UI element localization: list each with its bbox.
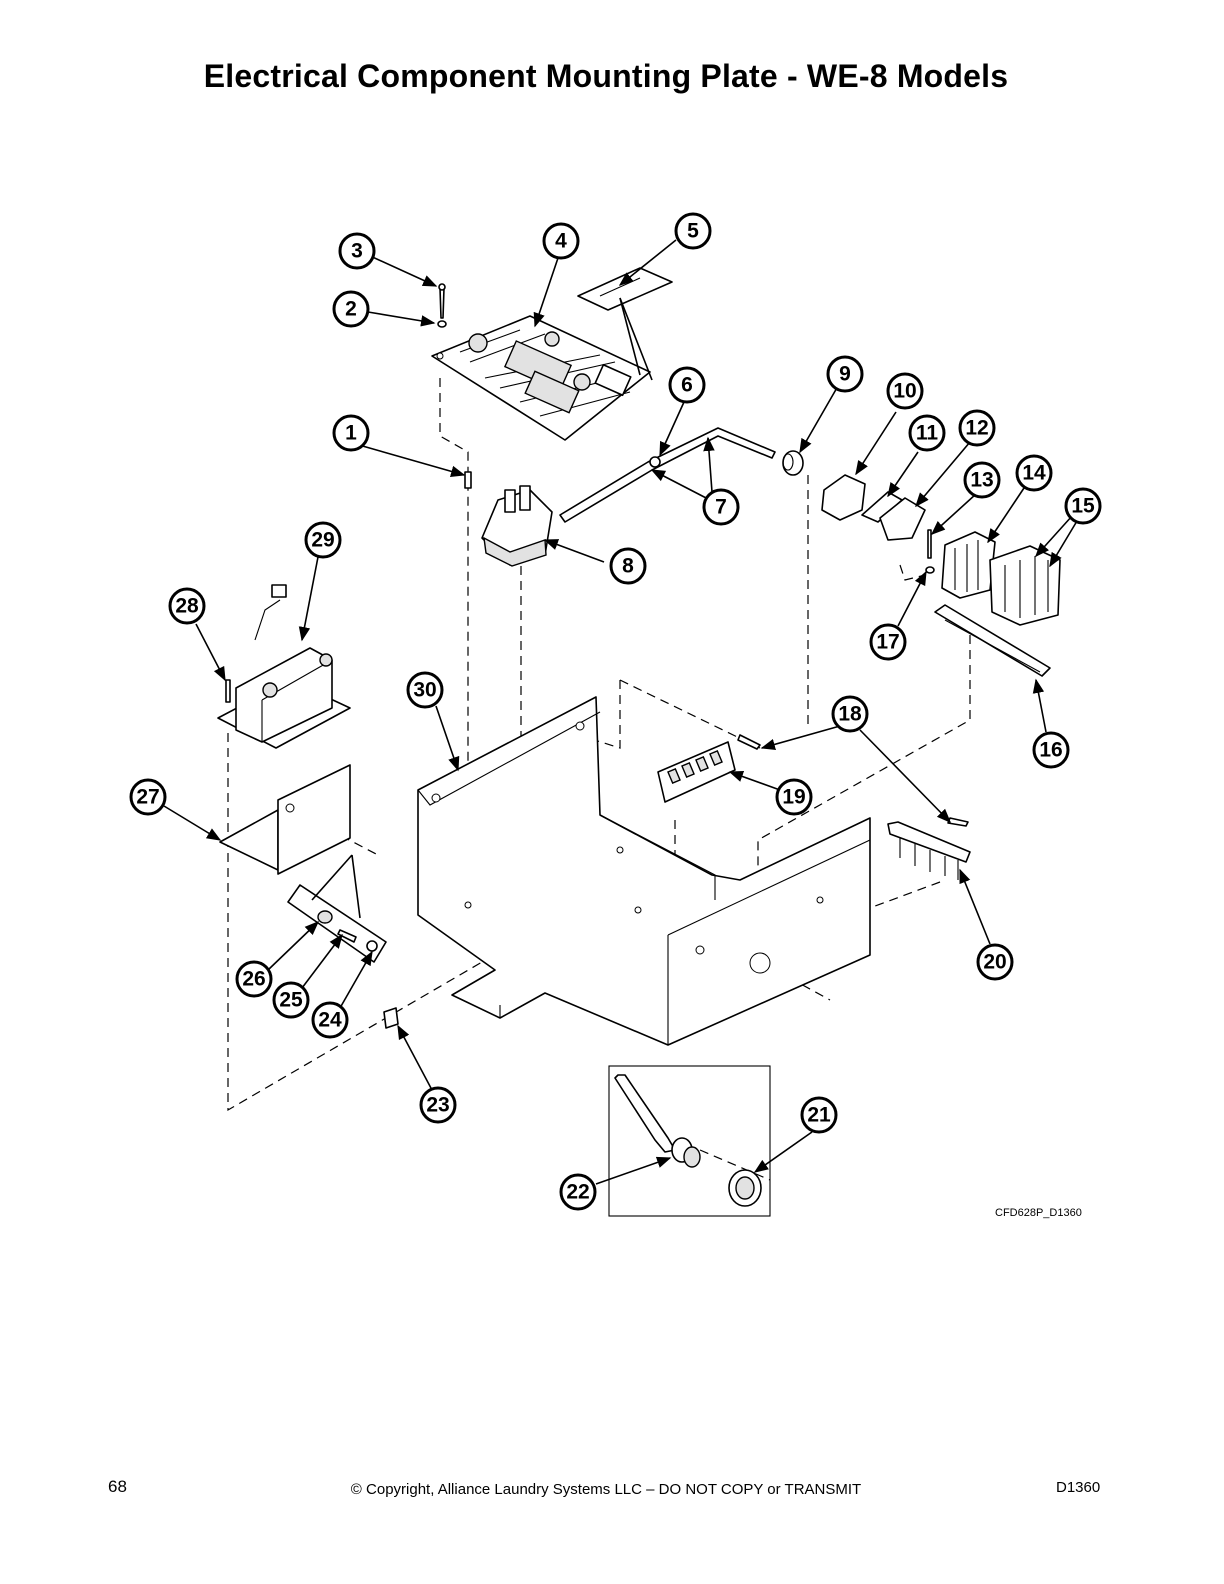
callout-24: 24 [311, 1001, 349, 1039]
callout-29: 29 [304, 521, 342, 559]
callout-25: 25 [272, 981, 310, 1019]
callout-4: 4 [542, 222, 580, 260]
page-number: 68 [108, 1477, 127, 1496]
board-standoff [464, 471, 472, 489]
callout-label: 18 [838, 703, 862, 726]
callout-label: 28 [175, 595, 199, 618]
transformer [217, 584, 351, 749]
callout-7: 7 [702, 488, 740, 526]
callout-13: 13 [963, 461, 1001, 499]
din-screw [927, 529, 932, 559]
callout-17: 17 [869, 623, 907, 661]
callout-label: 4 [555, 230, 567, 253]
hose-clamp [782, 450, 804, 476]
callout-22: 22 [559, 1173, 597, 1211]
callout-label: 6 [681, 374, 693, 397]
board-screw [438, 283, 446, 319]
callout-19: 19 [775, 778, 813, 816]
callout-18: 18 [831, 695, 869, 733]
copyright-notice: © Copyright, Alliance Laundry Systems LL… [350, 1481, 862, 1498]
drawing-code: CFD628P_D1360 [995, 1207, 1082, 1219]
callout-label: 1 [345, 422, 357, 445]
callout-label: 3 [351, 240, 363, 263]
motor-contactors [989, 545, 1061, 626]
callout-label: 19 [782, 786, 805, 809]
transformer-screw [225, 679, 231, 703]
callout-label: 27 [136, 786, 159, 809]
callout-label: 9 [839, 363, 851, 386]
wire-bracket [887, 821, 971, 880]
callout-27: 27 [129, 778, 167, 816]
callout-8: 8 [609, 547, 647, 585]
callout-label: 21 [807, 1104, 831, 1127]
din-rail [934, 604, 1051, 677]
callout-label: 24 [318, 1009, 342, 1032]
callout-label: 20 [983, 951, 1006, 974]
transformer-bracket [219, 764, 351, 875]
callout-1: 1 [332, 414, 370, 452]
callout-label: 23 [426, 1094, 449, 1117]
callout-30: 30 [406, 671, 444, 709]
callout-2: 2 [332, 290, 370, 328]
callout-15: 15 [1064, 487, 1102, 525]
contactor [941, 531, 996, 599]
pressure-switch [481, 485, 553, 567]
callout-16: 16 [1032, 731, 1070, 769]
callout-label: 7 [715, 496, 727, 519]
callout-label: 11 [916, 422, 939, 445]
callout-label: 26 [242, 968, 265, 991]
callout-23: 23 [419, 1086, 457, 1124]
callout-26: 26 [235, 960, 273, 998]
leader-lines [163, 239, 1081, 1185]
plate-clip [383, 1007, 399, 1029]
mounting-plate [417, 696, 871, 1046]
callout-9: 9 [826, 355, 864, 393]
callout-label: 17 [876, 631, 899, 654]
document-id: D1360 [1056, 1479, 1101, 1496]
wire-terminal [737, 734, 969, 827]
callout-20: 20 [976, 943, 1014, 981]
callout-6: 6 [668, 366, 706, 404]
callout-28: 28 [168, 587, 206, 625]
callout-label: 29 [311, 529, 334, 552]
callout-12: 12 [958, 409, 996, 447]
terminal-strip [657, 741, 736, 803]
callout-label: 14 [1022, 462, 1046, 485]
callout-label: 10 [893, 380, 916, 403]
din-washer [925, 566, 935, 574]
callout-label: 30 [413, 679, 436, 702]
pressure-hose [559, 427, 776, 523]
callout-label: 15 [1071, 495, 1095, 518]
callout-label: 5 [687, 220, 699, 243]
callout-label: 8 [622, 555, 634, 578]
callout-label: 12 [965, 417, 988, 440]
page-title: Electrical Component Mounting Plate - WE… [203, 58, 1009, 94]
terminal-block [821, 474, 866, 521]
board-washer [437, 320, 447, 328]
callout-10: 10 [886, 372, 924, 410]
callout-label: 25 [279, 989, 303, 1012]
callout-label: 16 [1039, 739, 1062, 762]
callout-label: 22 [566, 1181, 589, 1204]
callout-label: 2 [345, 298, 357, 321]
control-board [431, 315, 651, 441]
callout-21: 21 [800, 1096, 838, 1134]
fuse-holder [287, 884, 387, 963]
callout-3: 3 [338, 232, 376, 270]
callout-11: 11 [908, 414, 946, 452]
callout-5: 5 [674, 212, 712, 250]
grommet-detail-inset [608, 1065, 771, 1217]
callout-14: 14 [1015, 454, 1053, 492]
label-strip [577, 267, 673, 311]
callout-label: 13 [970, 469, 993, 492]
relay [879, 497, 926, 541]
